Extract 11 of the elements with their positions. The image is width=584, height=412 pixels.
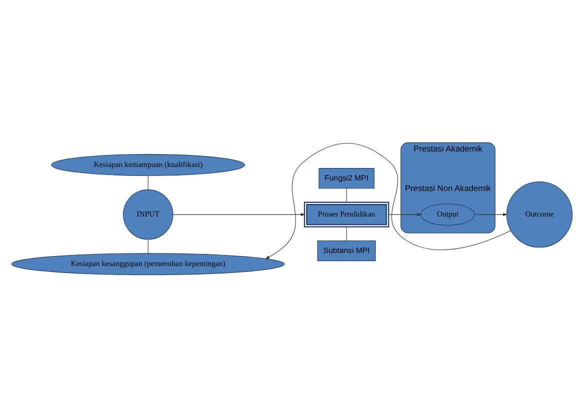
arrow [474, 212, 508, 216]
arrow [265, 142, 512, 259]
connector [346, 226, 347, 240]
arrow [388, 212, 422, 216]
node-ellipse: Output [420, 203, 475, 226]
node-circle: Outcome [506, 180, 573, 248]
node-ellipse: Kesiapan kemampuan (kualifikasi) [51, 154, 246, 176]
node-circle: INPUT [122, 188, 174, 240]
arrow [172, 212, 306, 216]
node-ellipse: Kesiapan kesanggupan (pemenuhan kepentingan) [11, 252, 285, 275]
connector [346, 188, 347, 202]
